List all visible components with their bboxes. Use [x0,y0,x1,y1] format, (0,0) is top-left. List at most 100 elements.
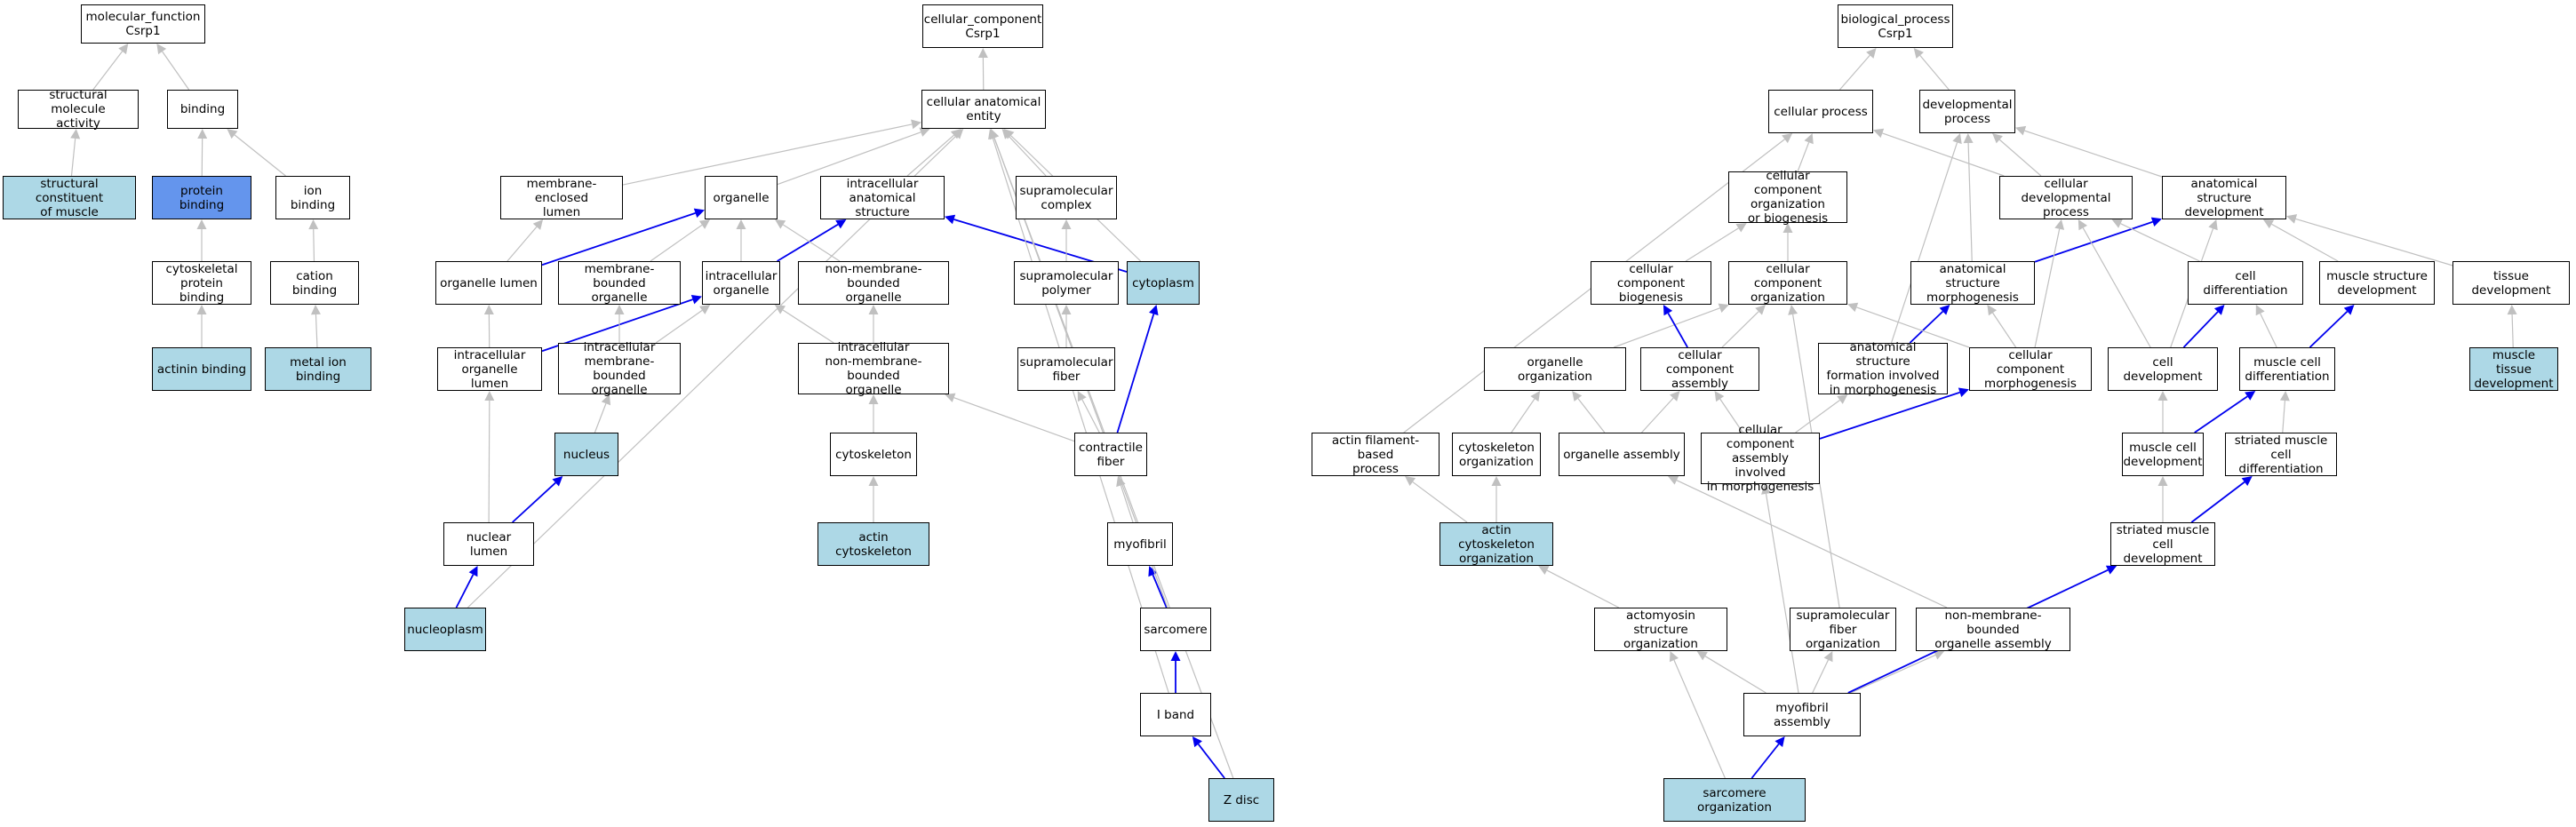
node-protein-binding[interactable]: protein binding [152,176,251,219]
arrowhead-membrane_enclosed_lumen-to-cae [911,119,921,130]
node-myofibril-assembly[interactable]: myofibril assembly [1743,693,1861,736]
edge-organelle_lumen-to-membrane_enclosed_lumen [506,226,538,262]
node-developmental-process[interactable]: developmental process [1919,90,2015,133]
edge-cc_assembly-to-cc_biogenesis [1667,313,1688,348]
arrowhead-nucleoplasm-to-nuclear_lumen [468,566,478,577]
arrowhead-metal_ion_binding-to-cation_binding [310,305,321,315]
node-sarcomere-organization[interactable]: sarcomere organization [1663,778,1806,822]
node-supramolecular-fiber[interactable]: supramolecular fiber [1017,347,1115,391]
node-cation-binding[interactable]: cation binding [270,261,359,305]
node-cellular-anatomical-entity[interactable]: cellular anatomical entity [921,90,1046,129]
node-ion-binding[interactable]: ion binding [275,176,350,219]
edge-cc_assembly-to-cc_organization [1721,311,1759,348]
node-actomyosin-structure-organization[interactable]: actomyosin structure organization [1594,608,1727,651]
edge-contractile_fiber-to-cytoplasm [1116,314,1155,433]
node-cellular-component-morphogenesis[interactable]: cellular component morphogenesis [1969,347,2092,391]
node-nucleoplasm[interactable]: nucleoplasm [404,608,486,651]
node-cytoskeleton[interactable]: cytoskeleton [830,433,917,476]
edge-developmental_process-to-bp_root [1919,55,1950,91]
node-myofibril[interactable]: myofibril [1107,522,1173,566]
node-z-disc[interactable]: Z disc [1208,778,1274,822]
arrowhead-ccaim-to-cc_morphogenesis [1958,387,1969,397]
node-cellular-component-root[interactable]: cellular_component Csrp1 [922,4,1043,48]
node-organelle-lumen[interactable]: organelle lumen [435,261,542,305]
node-anatomical-structure-morphogenesis[interactable]: anatomical structure morphogenesis [1910,261,2035,305]
node-metal-ion-binding[interactable]: metal ion binding [265,347,371,391]
node-muscle-cell-differentiation[interactable]: muscle cell differentiation [2239,347,2335,391]
node-membrane-bounded-organelle[interactable]: membrane-bounded organelle [558,261,681,305]
node-intracellular-organelle-lumen[interactable]: intracellular organelle lumen [437,347,542,391]
node-cell-differentiation[interactable]: cell differentiation [2188,261,2303,305]
node-cellular-component-assembly-involved-in-morphogenesis[interactable]: cellular component assembly involved in … [1701,423,1820,494]
arrowhead-cell_dev_process-to-developmental_process [1992,133,2003,144]
node-non-membrane-bounded-organelle-assembly[interactable]: non-membrane-bounded organelle assembly [1916,608,2070,651]
node-organelle-organization[interactable]: organelle organization [1484,347,1626,391]
node-biological-process-root[interactable]: biological_process Csrp1 [1838,4,1953,48]
arrowhead-intracellular_mbo-to-membrane_bounded_org [614,305,625,314]
arrowhead-cytoskeleton_org-to-organelle_organization [1530,391,1541,402]
edge-myofibril_assembly-to-actomyosin_struct_org [1704,656,1767,694]
node-molecular-function-root[interactable]: molecular_function Csrp1 [81,4,205,44]
node-cytoskeleton-organization[interactable]: cytoskeleton organization [1452,433,1541,476]
edge-actin_cytoskeleton_org-to-actin_filament_process [1412,481,1468,523]
node-intracellular-membrane-bounded-organelle[interactable]: intracellular membrane-bounded organelle [558,340,681,397]
edge-membrane_bounded_org-to-organelle [650,224,703,262]
node-cellular-developmental-process[interactable]: cellular developmental process [1999,176,2133,219]
node-membrane-enclosed-lumen[interactable]: membrane-enclosed lumen [500,176,623,219]
node-actin-cytoskeleton-organization[interactable]: actin cytoskeleton organization [1440,522,1553,566]
node-contractile-fiber[interactable]: contractile fiber [1074,433,1147,476]
node-cellular-component-biogenesis[interactable]: cellular component biogenesis [1591,261,1711,305]
node-structural-molecule-activity[interactable]: structural molecule activity [18,88,139,131]
node-organelle[interactable]: organelle [705,176,778,219]
node-actinin-binding[interactable]: actinin binding [152,347,251,391]
node-intracellular-non-membrane-bounded-organelle[interactable]: intracellular non-membrane-bounded organ… [798,340,949,397]
node-cellular-process[interactable]: cellular process [1768,90,1873,133]
arrowhead-cellular_process-to-bp_root [1866,48,1877,59]
node-actin-filament-based-process[interactable]: actin filament-based process [1312,433,1440,476]
arrowhead-cae-to-cc_root [977,48,988,59]
edge-contractile_fiber-to-intracellular_nmbo [953,397,1075,442]
node-supramolecular-complex[interactable]: supramolecular complex [1016,176,1117,219]
node-cellular-component-organization[interactable]: cellular component organization [1728,261,1847,305]
node-i-band[interactable]: I band [1140,693,1211,736]
edge-nmbo_assembly-to-organelle_assembly [1676,480,1948,608]
node-supramolecular-polymer[interactable]: supramolecular polymer [1014,261,1119,305]
node-intracellular-anatomical-structure[interactable]: intracellular anatomical structure [820,176,945,219]
edge-muscle_cell_diff-to-muscle_struct_dev [2309,310,2349,348]
node-organelle-assembly[interactable]: organelle assembly [1559,433,1685,476]
edge-cation_binding-to-ion_binding [313,228,315,262]
node-striated-muscle-cell-development[interactable]: striated muscle cell development [2110,522,2215,566]
edge-cellular_process-to-bp_root [1838,54,1870,91]
node-supramolecular-fiber-organization[interactable]: supramolecular fiber organization [1790,608,1896,651]
node-muscle-cell-development[interactable]: muscle cell development [2122,433,2204,476]
arrowhead-intracellular_org-to-organelle [736,219,746,229]
node-intracellular-organelle[interactable]: intracellular organelle [702,261,780,305]
node-binding[interactable]: binding [167,90,238,129]
node-cellular-component-organization-or-biogenesis[interactable]: cellular component organization or bioge… [1728,169,1847,226]
node-muscle-tissue-development[interactable]: muscle tissue development [2469,347,2558,391]
edge-non_membrane_bounded_org-to-organelle [782,224,841,262]
node-cellular-component-assembly[interactable]: cellular component assembly [1640,347,1759,391]
arrowhead-myofibril_assembly-to-nmbo_assembly [1933,650,1945,660]
node-nucleus[interactable]: nucleus [554,433,618,476]
arrowhead-actin_filament_process-to-cellular_process [1782,133,1793,144]
node-anatomical-structure-formation-involved-in-morphogenesis[interactable]: anatomical structure formation involved … [1818,340,1948,397]
node-actin-cytoskeleton[interactable]: actin cytoskeleton [817,522,929,566]
arrowhead-contractile_fiber-to-supramolecular_fiber [1077,391,1087,402]
node-cytoskeletal-protein-binding[interactable]: cytoskeletal protein binding [152,261,251,305]
edge-cell_dev_process-to-cellular_process [1882,132,2005,177]
node-striated-muscle-cell-differentiation[interactable]: striated muscle cell differentiation [2225,433,2337,476]
node-cell-development[interactable]: cell development [2108,347,2218,391]
node-anatomical-structure-development[interactable]: anatomical structure development [2162,176,2286,219]
node-tissue-development[interactable]: tissue development [2452,261,2570,305]
node-muscle-structure-development[interactable]: muscle structure development [2319,261,2435,305]
edge-organelle_lumen-to-organelle [541,212,696,266]
node-sarcomere[interactable]: sarcomere [1140,608,1211,651]
arrowhead-intracellular_nmbo-to-non_membrane_bounded_org [868,305,879,314]
node-nuclear-lumen[interactable]: nuclear lumen [443,522,534,566]
node-structural-constituent-of-muscle[interactable]: structural constituent of muscle [3,176,136,219]
node-non-membrane-bounded-organelle[interactable]: non-membrane-bounded organelle [798,261,949,305]
arrowhead-actin_cytoskeleton_org-to-actin_filament_process [1404,476,1416,486]
node-cytoplasm[interactable]: cytoplasm [1127,261,1200,305]
